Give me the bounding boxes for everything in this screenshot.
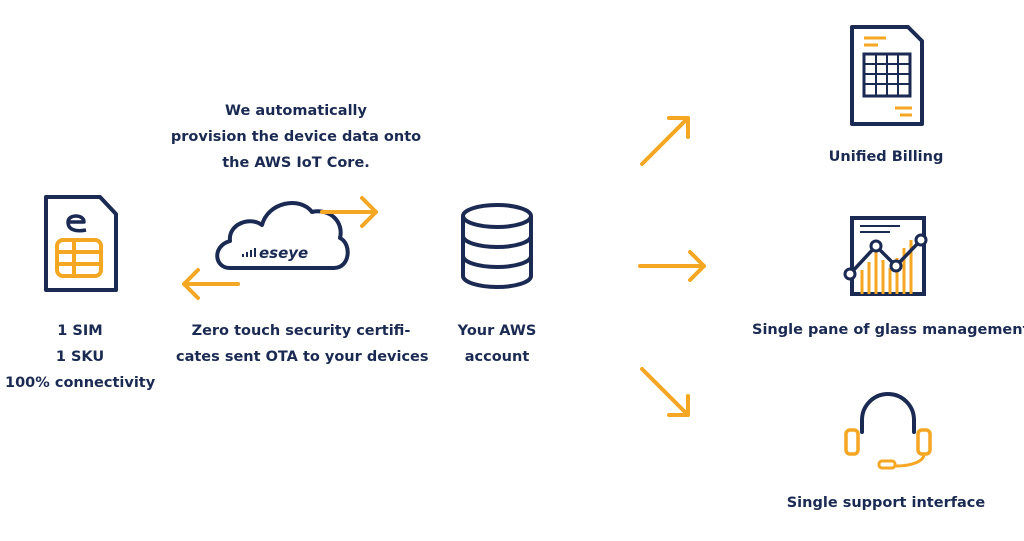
provision-description: We automatically provision the device da… [166,98,426,176]
headset-icon [844,392,932,470]
provision-line-2: provision the device data onto [170,129,422,145]
aws-line-2: account [464,349,530,365]
unified-billing-text: Unified Billing [828,149,944,165]
invoice-icon [850,25,924,126]
unified-billing-label: Unified Billing [786,144,986,170]
arrow-up-right [640,116,690,166]
database-icon [461,203,533,289]
arrow-left-to-sim [182,268,240,300]
provision-line-3: the AWS IoT Core. [222,155,370,171]
arrow-down-right [640,367,690,417]
glass-management-label: Single pane of glass management [752,317,1024,343]
aws-line-1: Your AWS [457,323,537,339]
support-interface-text: Single support interface [786,495,986,511]
support-interface-label: Single support interface [776,490,996,516]
certificates-description: Zero touch security certifi- cates sent … [176,318,429,370]
certificates-line-2: cates sent OTA to your devices [176,349,429,365]
eseye-logo: eseye [259,244,308,262]
certificates-line-1: Zero touch security certifi- [191,323,411,339]
arrow-right [638,250,706,282]
sim-line-2: 1 SKU [55,349,105,365]
sim-line-1: 1 SIM [57,323,103,339]
glass-management-text: Single pane of glass management [752,322,1024,338]
cloud-icon: eseye [215,201,350,270]
provision-line-1: We automatically [225,103,367,119]
aws-account-label: Your AWS account [437,318,557,370]
chart-dashboard-icon [843,216,928,296]
arrow-right-to-aws [320,196,378,228]
sim-card-icon [44,195,118,292]
sim-line-3: 100% connectivity [5,375,156,391]
signal-bars-icon [242,248,256,257]
sim-description: 1 SIM 1 SKU 100% connectivity [5,318,155,396]
